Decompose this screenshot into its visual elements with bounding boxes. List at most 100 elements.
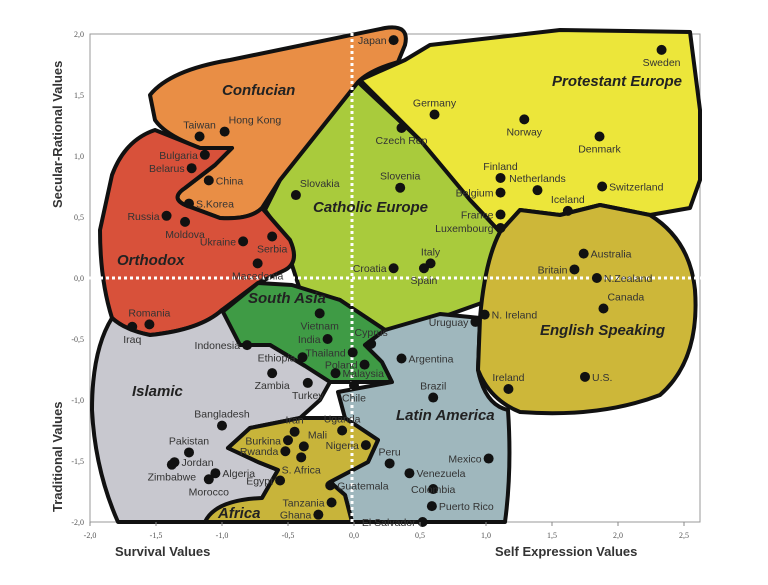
data-point-label: Mexico (448, 454, 481, 466)
data-point-label: Guatemala (337, 480, 389, 492)
data-point (388, 263, 399, 274)
data-point-label: S. Africa (282, 464, 321, 476)
data-point (302, 377, 313, 388)
data-point-label: Serbia (257, 244, 288, 256)
data-point (569, 264, 580, 275)
data-point-label: Thailand (305, 347, 345, 359)
data-point (428, 484, 439, 495)
data-point (519, 114, 530, 125)
data-point-label: Bangladesh (194, 409, 250, 421)
y-tick-label: 0,0 (74, 274, 84, 283)
data-point-label: Egypt (246, 476, 273, 488)
data-point (283, 435, 293, 446)
data-point-label: Nigeria (326, 440, 359, 452)
data-point (429, 109, 440, 120)
data-point (580, 371, 590, 382)
data-point-label: Switzerland (609, 182, 663, 194)
data-point (322, 334, 333, 344)
region-label-catholic: Catholic Europe (313, 199, 428, 216)
data-point (267, 231, 278, 242)
data-point-label: Morocco (189, 486, 229, 498)
data-point (280, 446, 291, 457)
data-point-label: Iraq (123, 334, 141, 346)
data-point-label: Slovakia (300, 178, 340, 190)
data-point-label: Moldova (165, 229, 205, 241)
data-point-label: Croatia (353, 263, 387, 275)
data-point-label: Luxembourg (435, 223, 494, 235)
data-point (184, 198, 194, 209)
data-point (360, 440, 371, 451)
data-point (184, 447, 194, 458)
region-label-protestant: Protestant Europe (552, 73, 682, 90)
x-tick-label: 0,0 (349, 531, 359, 540)
data-point-label: Uruguay (429, 317, 469, 329)
data-point (275, 475, 286, 486)
y-tick-label: -2,0 (71, 518, 84, 527)
data-point (395, 182, 406, 193)
data-point-label: U.S. (592, 372, 612, 384)
data-point-label: Colombia (411, 484, 456, 496)
data-point-label: Belarus (149, 163, 185, 175)
data-point (404, 468, 415, 479)
x-tick-label: -1,0 (216, 531, 229, 540)
data-point-label: Britain (538, 264, 568, 276)
data-point-label: Peru (379, 446, 401, 458)
data-point (594, 131, 605, 142)
data-point-label: Japan (358, 35, 387, 47)
data-point (203, 175, 214, 186)
data-point (166, 459, 177, 470)
data-point-label: Bulgaria (159, 150, 198, 162)
y-tick-label: -1,5 (71, 457, 84, 466)
data-point (562, 205, 573, 216)
data-point-label: Puerto Rico (439, 501, 494, 513)
data-point-label: Zambia (255, 380, 290, 392)
data-point (252, 258, 263, 269)
data-point (495, 187, 506, 198)
region-label-latin-america: Latin America (396, 407, 495, 424)
region-africa (203, 416, 380, 524)
data-point-label: Venezuela (416, 468, 465, 480)
data-point-label: Spain (411, 275, 438, 287)
data-point-label: Pakistan (169, 435, 209, 447)
data-point (289, 426, 300, 437)
data-point-label: Ghana (280, 510, 312, 522)
data-point (597, 181, 608, 192)
x-tick-label: -2,0 (84, 531, 97, 540)
data-point (503, 384, 514, 395)
data-point-label: Poland (325, 360, 358, 372)
data-point (238, 236, 249, 247)
data-point (210, 468, 221, 479)
x-tick-label: 2,0 (613, 531, 623, 540)
data-point (199, 149, 210, 160)
data-point-label: Slovenia (380, 171, 420, 183)
data-point (161, 210, 172, 221)
data-point (347, 347, 358, 358)
data-point (290, 190, 301, 201)
data-point-label: Argentina (409, 354, 454, 366)
data-point-label: N. Ireland (492, 310, 538, 322)
y-tick-label: 1,5 (74, 91, 84, 100)
data-point (203, 474, 214, 485)
data-point-label: Brazil (420, 381, 446, 393)
data-point-label: France (461, 210, 494, 222)
region-label-south-asia: South Asia (248, 290, 326, 307)
data-point (483, 453, 494, 464)
data-point-label: Finland (483, 161, 518, 173)
data-point-label: Ethiopia (258, 352, 296, 364)
data-point (127, 321, 138, 332)
data-point (598, 303, 609, 314)
y-tick-label: 1,0 (74, 152, 84, 161)
data-point (144, 319, 155, 330)
data-point (396, 353, 407, 364)
x-tick-label: -1,5 (150, 531, 163, 540)
region-label-english-speaking: English Speaking (540, 322, 665, 339)
data-point (242, 340, 253, 351)
data-point (426, 501, 437, 512)
data-point-label: Canada (607, 292, 644, 304)
x-tick-label: 1,5 (547, 531, 557, 540)
data-point (297, 352, 308, 363)
region-labels: Confucian Protestant Europe Catholic Eur… (117, 73, 682, 522)
data-point-label: Tanzania (283, 497, 325, 509)
data-point (314, 308, 325, 319)
